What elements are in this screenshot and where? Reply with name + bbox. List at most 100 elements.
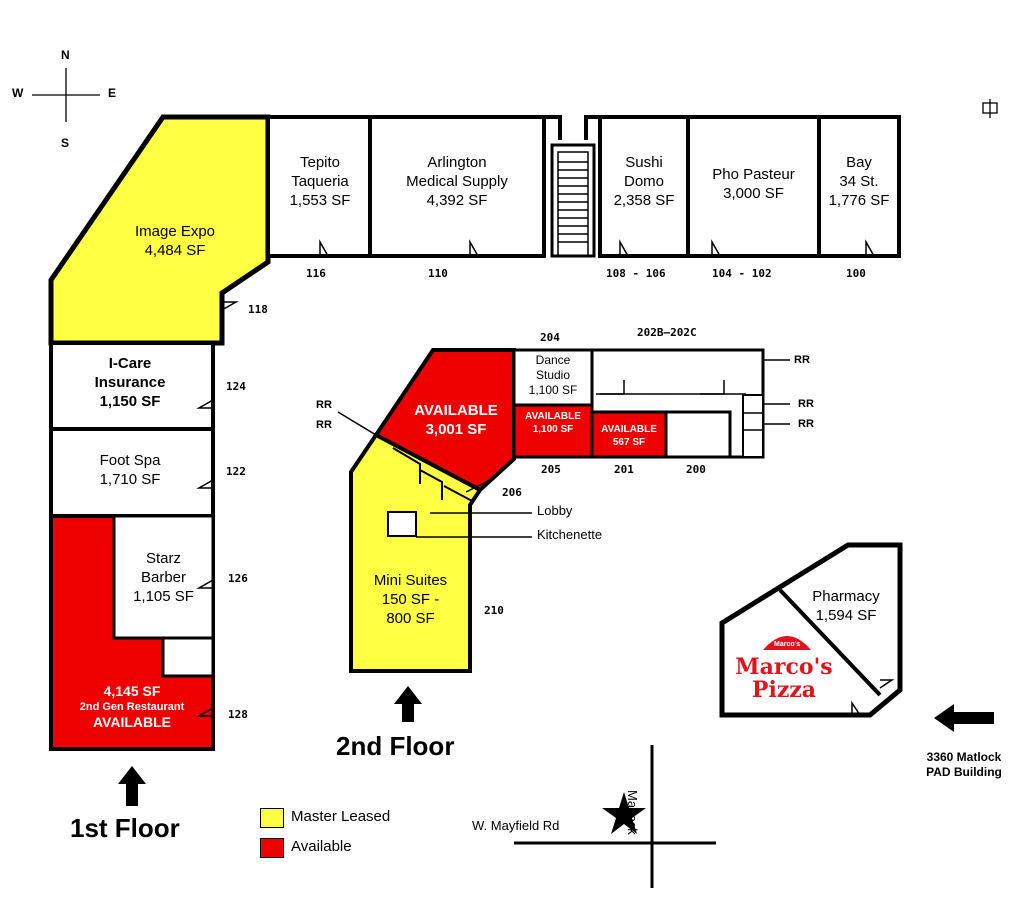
avail-205-label: AVAILABLE 1,100 SF <box>514 411 592 436</box>
suite-num-116: 116 <box>306 267 326 280</box>
mini-suites-label: Mini Suites 150 SF - 800 SF <box>353 572 468 628</box>
legend-swatch-available <box>260 838 284 858</box>
tepito-sf: 1,553 SF <box>289 191 351 209</box>
dance-label: Dance Studio 1,100 SF <box>514 353 592 398</box>
restaurant-status: AVAILABLE <box>92 714 172 731</box>
marcos-logo-icon <box>763 636 811 650</box>
compass-north: N <box>61 48 70 62</box>
avail-201-status: AVAILABLE <box>601 424 657 435</box>
suite-num-202b-202c: 202B–202C <box>637 326 697 339</box>
suite-num-204: 204 <box>540 331 560 344</box>
rr-label-4: RR <box>316 399 332 411</box>
image-expo-name: Image Expo <box>134 223 216 240</box>
tepito-name1: Tepito <box>299 154 341 171</box>
dance-name1: Dance <box>535 353 571 367</box>
bay-suite <box>817 115 901 258</box>
image-expo-label: Image Expo 4,484 SF <box>110 223 240 261</box>
dance-suite <box>512 348 594 407</box>
restaurant-label: 4,145 SF 2nd Gen Restaurant AVAILABLE <box>53 683 211 732</box>
pharmacy-name: Pharmacy <box>812 588 880 605</box>
marcos-line1: Marco's <box>735 654 833 680</box>
suite-num-122: 122 <box>226 465 246 478</box>
avail-205-sf: 1,100 SF <box>532 423 574 435</box>
footspa-label: Foot Spa 1,710 SF <box>55 452 205 490</box>
bay-sf: 1,776 SF <box>828 191 890 209</box>
dance-name2: Studio <box>535 368 571 382</box>
marcos-label: Marco's Pizza <box>728 654 840 704</box>
mini-sf1: 150 SF - <box>381 590 440 608</box>
arrows <box>118 686 994 806</box>
avail-205-status: AVAILABLE <box>525 411 581 422</box>
restaurant-sf: 4,145 SF <box>103 683 161 699</box>
suite-num-128: 128 <box>228 708 248 721</box>
icare-name1: I-Care <box>108 355 152 372</box>
avail-3001-suite <box>373 348 516 493</box>
pho-sf: 3,000 SF <box>723 184 784 202</box>
avail-3001-label: AVAILABLE 3,001 SF <box>396 402 516 440</box>
pad-address1: 3360 Matlock <box>926 750 1002 764</box>
starz-label: Starz Barber 1,105 SF <box>116 550 211 606</box>
mini-sf2: 800 SF <box>386 609 435 627</box>
rr-label-1: RR <box>794 354 810 366</box>
legend-available: Available <box>291 838 352 855</box>
compass-south: S <box>61 136 70 150</box>
suite-num-110: 110 <box>428 267 448 280</box>
stairwell <box>550 143 596 258</box>
icare-label: I-Care Insurance 1,150 SF <box>55 355 205 411</box>
tepito-name2: Taqueria <box>291 172 349 190</box>
kitchenette-label: Kitchenette <box>537 527 603 542</box>
marcos-line2: Pizza <box>751 677 817 704</box>
suite-num-201: 201 <box>614 463 634 476</box>
icare-suite <box>49 341 215 431</box>
starz-suite <box>112 514 215 640</box>
floor2-label: 2nd Floor <box>336 731 455 761</box>
arlington-label: Arlington Medical Supply 4,392 SF <box>372 154 542 210</box>
arlington-suite <box>368 115 546 258</box>
street-lines <box>514 745 716 888</box>
image-expo-sf: 4,484 SF <box>144 241 206 259</box>
arlington-name2: Medical Supply <box>406 172 508 190</box>
restaurant-desc: 2nd Gen Restaurant <box>79 700 185 713</box>
frame-icon <box>982 99 998 118</box>
pho-label: Pho Pasteur 3,000 SF <box>688 166 819 204</box>
compass-east: E <box>108 86 117 100</box>
suite-num-124: 124 <box>226 380 246 393</box>
arrow-left-icon-pad <box>934 704 994 732</box>
arrow-up-icon-floor1 <box>118 766 146 806</box>
starz-name1: Starz <box>145 550 181 567</box>
tepito-label: Tepito Taqueria 1,553 SF <box>270 154 370 210</box>
avail-201-sf: 567 SF <box>612 436 646 448</box>
mini-name: Mini Suites <box>373 572 448 589</box>
footspa-suite <box>49 427 215 518</box>
avail-3001-sf: 3,001 SF <box>425 420 487 438</box>
arlington-sf: 4,392 SF <box>426 191 488 209</box>
suite-num-210: 210 <box>484 604 504 617</box>
suite-num-118: 118 <box>248 303 268 316</box>
avail-201-label: AVAILABLE 567 SF <box>592 424 666 449</box>
sushi-name2: Domo <box>623 172 664 190</box>
bay-name2: 34 St. <box>839 172 879 190</box>
mini-suites <box>349 432 483 673</box>
street-mayfield: W. Mayfield Rd <box>472 818 560 833</box>
rr-label-5: RR <box>316 419 332 431</box>
rr-label-3: RR <box>798 418 814 430</box>
icare-name2: Insurance <box>94 373 166 391</box>
suite-num-206: 206 <box>502 486 522 499</box>
pho-name: Pho Pasteur <box>712 166 795 183</box>
pharmacy-label: Pharmacy 1,594 SF <box>796 588 896 626</box>
lobby-label: Lobby <box>537 503 573 518</box>
arlington-name1: Arlington <box>427 154 487 171</box>
suite-num-126: 126 <box>228 572 248 585</box>
suite-num-205: 205 <box>541 463 561 476</box>
floor1-label: 1st Floor <box>70 813 180 843</box>
suite-num-108-106: 108 - 106 <box>606 267 666 280</box>
suite-num-200: 200 <box>686 463 706 476</box>
suite-num-100: 100 <box>846 267 866 280</box>
sushi-sf: 2,358 SF <box>613 191 675 209</box>
suite-num-104-102: 104 - 102 <box>712 267 772 280</box>
legend-master-leased: Master Leased <box>291 808 391 825</box>
pad-address: 3360 Matlock PAD Building <box>912 750 1016 780</box>
avail-3001-status: AVAILABLE <box>414 402 498 419</box>
legend-swatch-master <box>260 808 284 828</box>
starz-name2: Barber <box>140 568 187 586</box>
